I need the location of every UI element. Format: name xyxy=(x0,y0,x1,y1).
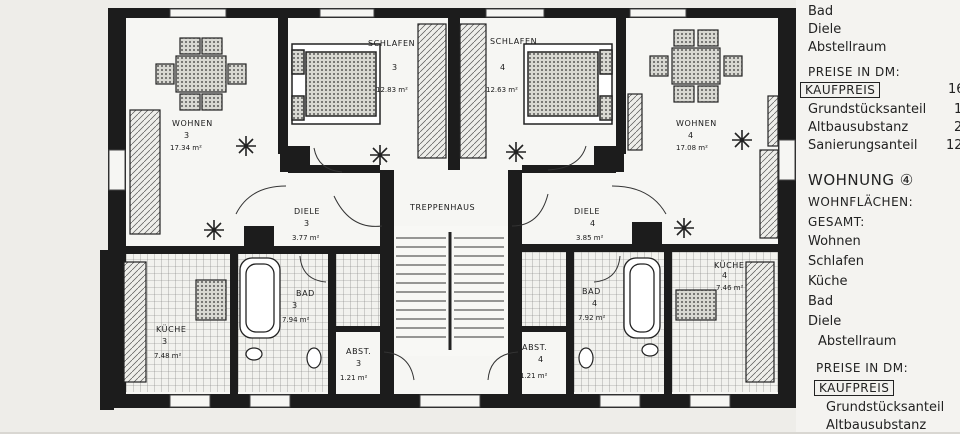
tiles-store-left xyxy=(334,252,380,328)
room-name-wohnen-left: WOHNEN xyxy=(172,119,213,128)
room-num-wohnen-left: 3 xyxy=(184,131,189,140)
room-name-wohnen-right: WOHNEN xyxy=(676,119,717,128)
room-num-bad-left: 3 xyxy=(292,301,297,310)
plant-icons xyxy=(204,130,752,240)
kitchen-units xyxy=(123,261,775,383)
room-num-abst-left: 3 xyxy=(356,359,361,368)
bed-right xyxy=(523,43,613,125)
list-item-diele: Diele xyxy=(808,22,842,37)
dining-table-left xyxy=(155,37,247,111)
room-area-wohnen-left: 17.34 m² xyxy=(170,144,202,152)
room-num-wohnen-right: 4 xyxy=(688,131,693,140)
room-num-schlafen-left: 3 xyxy=(392,63,397,72)
room-name-abst-right: ABST. xyxy=(522,343,547,352)
room-area-diele-left: 3.77 m² xyxy=(292,234,320,242)
room-area-schlafen-right: 12.63 m² xyxy=(486,86,518,94)
room-name-bad-left: BAD xyxy=(296,289,315,298)
wohnflaechen-heading: WOHNFLÄCHEN: xyxy=(808,195,914,209)
room-area-abst-left: 1.21 m² xyxy=(340,374,368,382)
area-item-schlafen: Schlafen xyxy=(808,254,865,269)
kaufpreis-value-1: 16 xyxy=(948,82,960,97)
price-value-altbau: 2 xyxy=(954,120,960,135)
room-num-kueche-right: 4 xyxy=(722,271,727,280)
area-item-wohnen: Wohnen xyxy=(808,234,861,249)
bottom-item-grundstueck: Grundstücksanteil xyxy=(826,400,945,415)
room-area-wohnen-right: 17.08 m² xyxy=(676,144,708,152)
room-name-diele-left: DIELE xyxy=(294,207,320,216)
built-in-cupboards xyxy=(129,23,779,239)
dining-table-right xyxy=(649,29,743,103)
room-num-schlafen-right: 4 xyxy=(500,63,505,72)
bed-left xyxy=(291,43,381,125)
room-name-abst-left: ABST. xyxy=(346,347,371,356)
windows xyxy=(108,8,796,408)
room-area-abst-right: 1.21 m² xyxy=(520,372,548,380)
room-area-kueche-right: 7.46 m² xyxy=(716,284,744,292)
prices-heading-2: PREISE IN DM: xyxy=(816,361,909,375)
room-name-kueche-right: KÜCHE xyxy=(714,260,745,270)
room-name-diele-right: DIELE xyxy=(574,207,600,216)
room-name-schlafen-right: SCHLAFEN xyxy=(490,37,537,46)
area-item-bad: Bad xyxy=(808,294,834,309)
room-num-kueche-left: 3 xyxy=(162,337,167,346)
room-area-bad-right: 7.92 m² xyxy=(578,314,606,322)
room-name-bad-right: BAD xyxy=(582,287,601,296)
room-name-schlafen-left: SCHLAFEN xyxy=(368,39,415,48)
room-name-treppenhaus: TREPPENHAUS xyxy=(409,203,475,212)
area-item-diele: Diele xyxy=(808,314,842,329)
staircase xyxy=(392,226,508,356)
area-item-gesamt: GESAMT: xyxy=(808,215,865,229)
sidebar-text-column: Bad Diele Abstellraum PREISE IN DM: KAUF… xyxy=(800,0,960,433)
room-num-abst-right: 4 xyxy=(538,355,543,364)
price-value-grundstueck: 1 xyxy=(954,102,960,117)
kaufpreis-label-2: KAUFPREIS xyxy=(814,380,895,396)
room-num-bad-right: 4 xyxy=(592,299,597,308)
area-item-abstellraum: Abstellraum xyxy=(818,334,897,349)
price-label-altbau: Altbausubstanz xyxy=(808,120,909,135)
area-item-kueche: Küche xyxy=(808,274,848,289)
list-item-bad: Bad xyxy=(808,4,834,19)
tiles-store-right xyxy=(522,252,568,328)
room-area-schlafen-left: 12.83 m² xyxy=(376,86,408,94)
prices-heading-1: PREISE IN DM: xyxy=(808,65,901,79)
interior-walls xyxy=(122,14,778,396)
room-num-diele-right: 4 xyxy=(590,219,595,228)
kaufpreis-label-1: KAUFPREIS xyxy=(800,82,881,98)
room-area-diele-right: 3.85 m² xyxy=(576,234,604,242)
price-value-sanierung: 12 xyxy=(946,138,960,153)
price-label-sanierung: Sanierungsanteil xyxy=(808,138,918,153)
bottom-item-altbau: Altbausubstanz xyxy=(826,418,927,433)
price-label-grundstueck: Grundstücksanteil xyxy=(808,102,927,117)
room-num-diele-left: 3 xyxy=(304,219,309,228)
bathtub-right xyxy=(623,257,661,339)
sinks-toilets xyxy=(245,343,659,369)
room-area-bad-left: 7.94 m² xyxy=(282,316,310,324)
door-swings xyxy=(235,145,667,381)
list-item-abstellraum: Abstellraum xyxy=(808,40,887,55)
bathtub-left xyxy=(239,257,281,339)
room-name-kueche-left: KÜCHE xyxy=(156,324,187,334)
wohnung-heading: WOHNUNG ④ xyxy=(808,171,914,189)
room-area-kueche-left: 7.48 m² xyxy=(154,352,182,360)
